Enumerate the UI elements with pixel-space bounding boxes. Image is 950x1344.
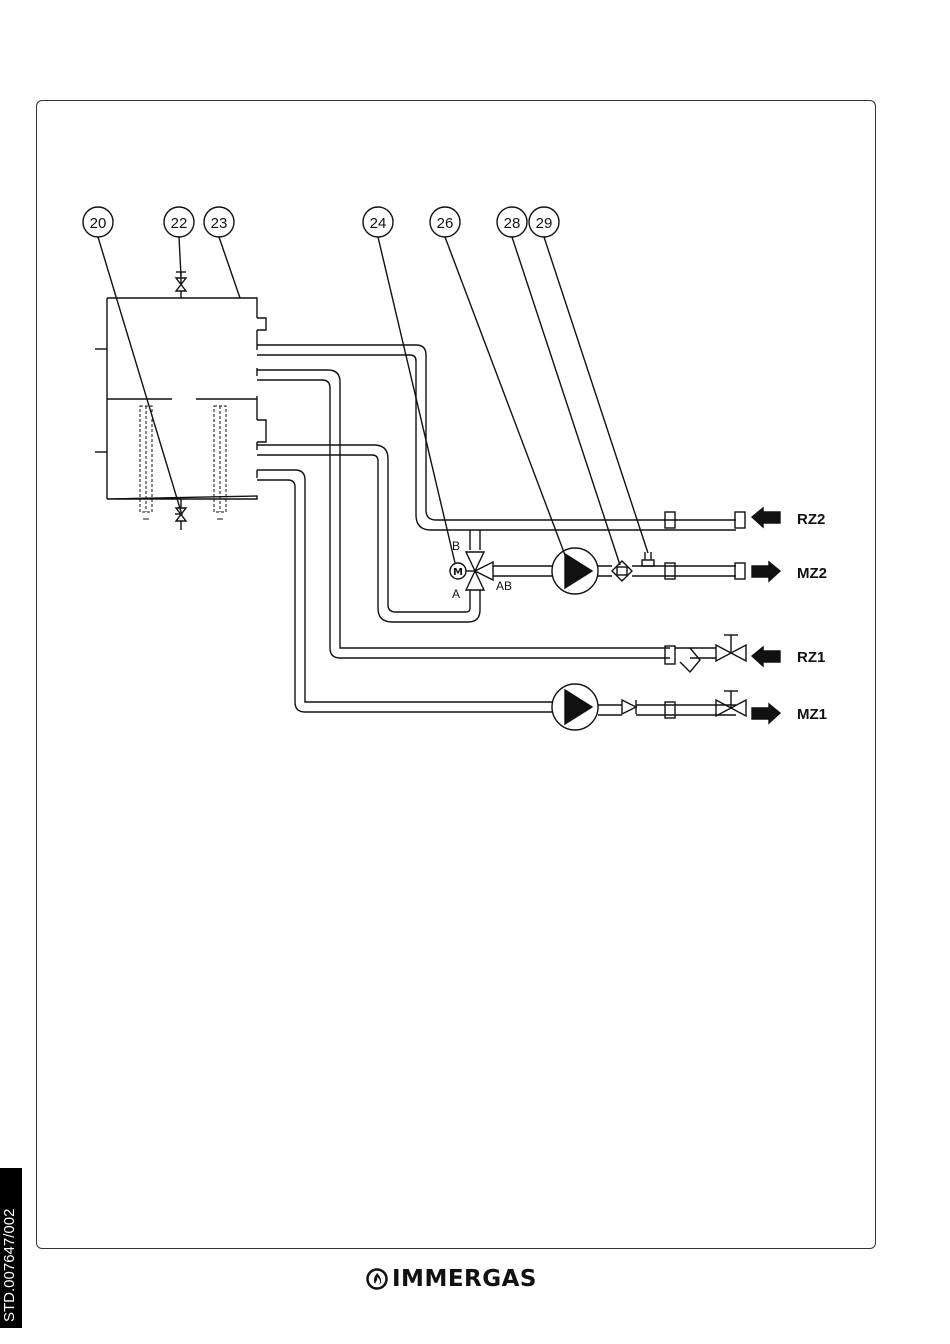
flow-switch bbox=[612, 561, 632, 581]
brand-name: IMMERGAS bbox=[392, 1266, 537, 1292]
brand-logo: IMMERGAS bbox=[366, 1262, 537, 1296]
callout-22-label: 22 bbox=[171, 215, 188, 232]
air-vent-valve bbox=[176, 272, 186, 298]
document-code: STD.007647/002 bbox=[0, 1168, 22, 1328]
valve-port-ab: AB bbox=[496, 579, 512, 593]
pipe-rz1 bbox=[257, 370, 670, 658]
pipe-mz2 bbox=[493, 566, 736, 576]
callout-23-label: 23 bbox=[211, 215, 228, 232]
valve-port-a: A bbox=[452, 587, 460, 601]
callout-24: 24 bbox=[363, 207, 455, 563]
check-valve bbox=[622, 700, 636, 714]
label-rz1: RZ1 bbox=[797, 649, 825, 666]
buffer-tank bbox=[95, 298, 266, 499]
y-strainer bbox=[675, 648, 716, 672]
callout-24-label: 24 bbox=[370, 215, 387, 232]
label-rz2: RZ2 bbox=[797, 511, 825, 528]
callout-26: 26 bbox=[430, 207, 565, 555]
motor-m-icon: M bbox=[453, 567, 463, 578]
pump-zone2 bbox=[552, 548, 598, 594]
arrow-out-mz2-icon bbox=[752, 562, 780, 581]
label-mz1: MZ1 bbox=[797, 706, 827, 723]
pump-zone1 bbox=[552, 684, 598, 730]
mixing-valve: M B A AB bbox=[450, 539, 512, 601]
callout-20-label: 20 bbox=[90, 215, 107, 232]
label-mz2: MZ2 bbox=[797, 565, 827, 582]
valve-port-b: B bbox=[452, 539, 460, 553]
callout-22: 22 bbox=[164, 207, 194, 276]
safety-thermostat bbox=[642, 552, 654, 566]
callout-20: 20 bbox=[83, 207, 182, 515]
callout-29: 29 bbox=[529, 207, 648, 553]
sensor-sleeve-left bbox=[140, 406, 152, 512]
arrow-out-mz1-icon bbox=[752, 704, 780, 723]
arrow-in-rz1-icon bbox=[752, 647, 780, 666]
callout-26-label: 26 bbox=[437, 215, 454, 232]
callout-28-label: 28 bbox=[504, 215, 521, 232]
shutoff-valve-mz1 bbox=[716, 691, 746, 716]
arrow-in-rz2-icon bbox=[752, 508, 780, 527]
immergas-flame-icon bbox=[366, 1268, 388, 1290]
callout-28: 28 bbox=[497, 207, 620, 565]
pipe-mixing-a bbox=[257, 445, 480, 622]
callout-23: 23 bbox=[204, 207, 240, 298]
pipe-bypass bbox=[470, 530, 480, 550]
drain-valve bbox=[175, 499, 186, 530]
shutoff-valve-rz1 bbox=[716, 635, 746, 661]
callout-29-label: 29 bbox=[536, 215, 553, 232]
fittings bbox=[665, 512, 745, 718]
